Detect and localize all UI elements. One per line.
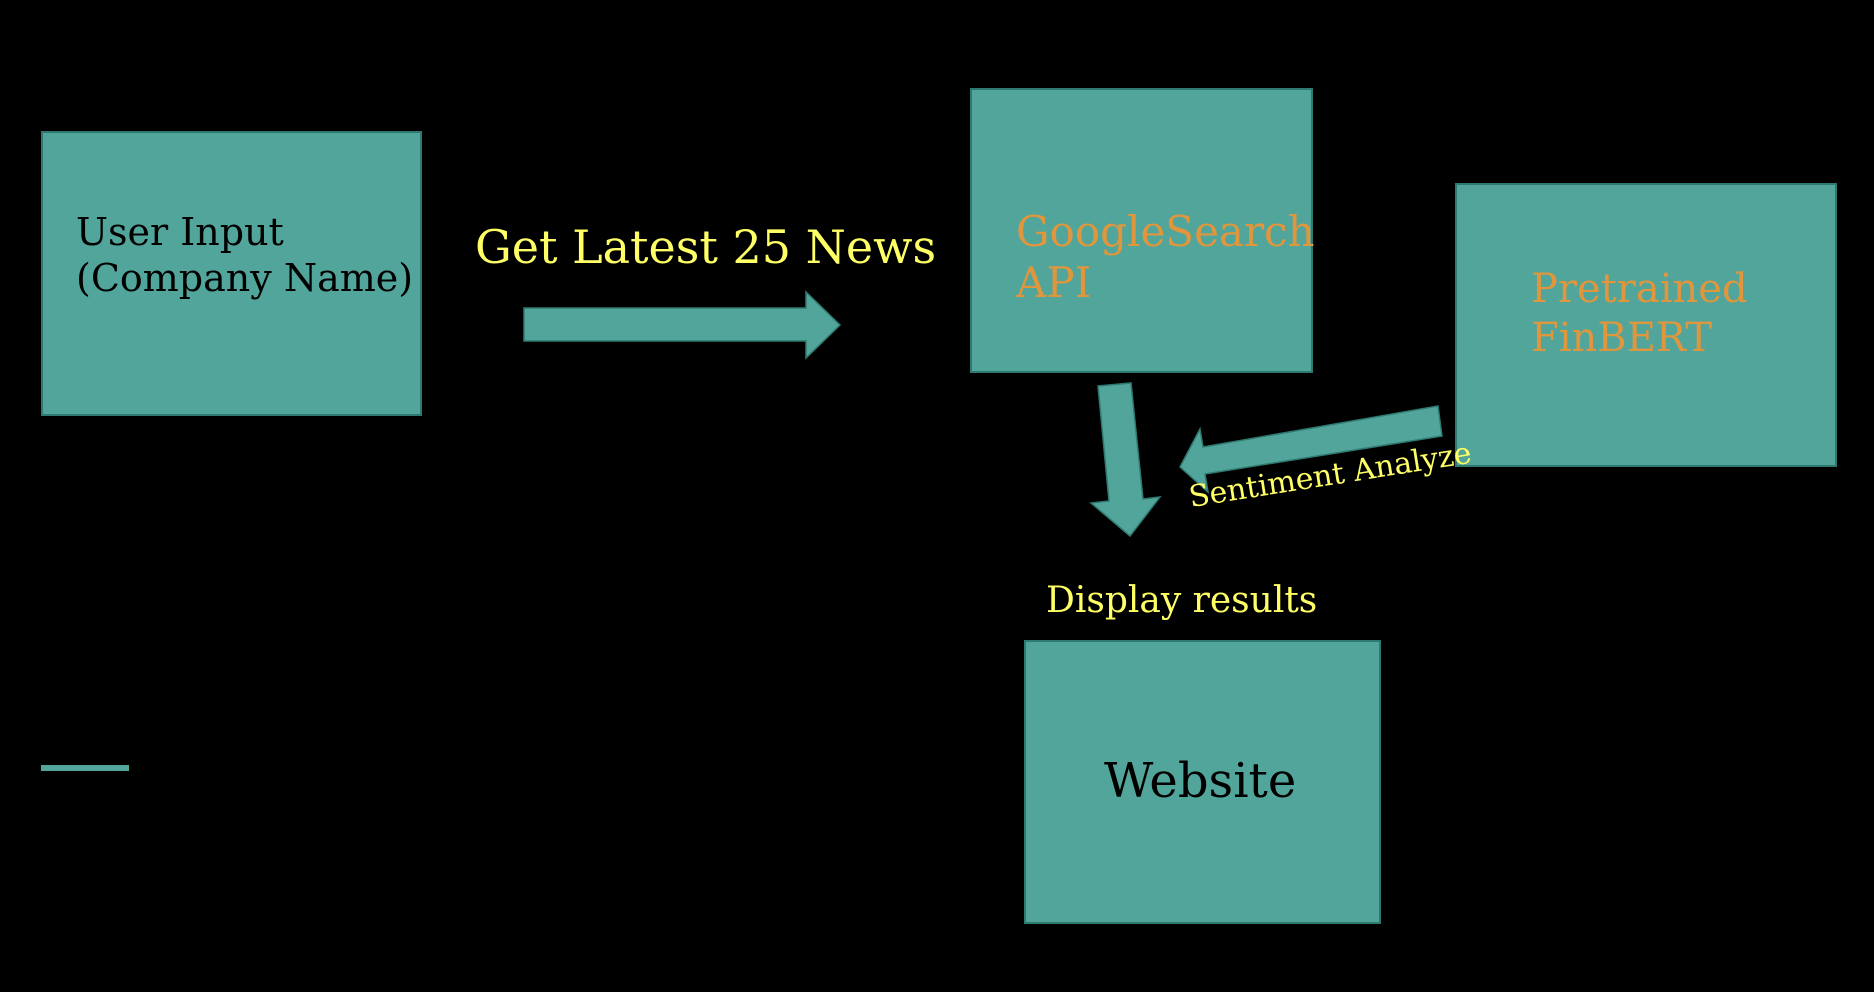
user-input-line-1: User Input <box>76 210 284 254</box>
finbert-box: Pretrained FinBERT <box>1455 183 1837 467</box>
user-input-box: User Input (Company Name) <box>41 131 422 416</box>
accent-line <box>41 765 129 771</box>
arrow-from-finbert <box>1179 405 1443 494</box>
google-search-api-box: GoogleSearch API <box>970 88 1315 373</box>
arrow-to-google-search <box>523 290 842 360</box>
finbert-label: Pretrained FinBERT <box>1531 265 1748 363</box>
display-results-label: Display results <box>1046 580 1318 621</box>
website-line-1: Website <box>1104 753 1297 809</box>
user-input-line-2: (Company Name) <box>76 256 414 301</box>
finbert-line-2: FinBERT <box>1531 314 1712 361</box>
google-search-line-2: API <box>1016 258 1092 308</box>
finbert-line-1: Pretrained <box>1531 266 1748 312</box>
get-news-label: Get Latest 25 News <box>475 220 937 274</box>
google-search-line-1: GoogleSearch <box>1016 207 1315 256</box>
google-search-api-label: GoogleSearch API <box>1016 206 1315 308</box>
arrow-to-website <box>1089 382 1162 538</box>
user-input-label: User Input (Company Name) <box>76 209 413 302</box>
website-label: Website <box>1104 752 1296 811</box>
website-box: Website <box>1024 640 1381 924</box>
